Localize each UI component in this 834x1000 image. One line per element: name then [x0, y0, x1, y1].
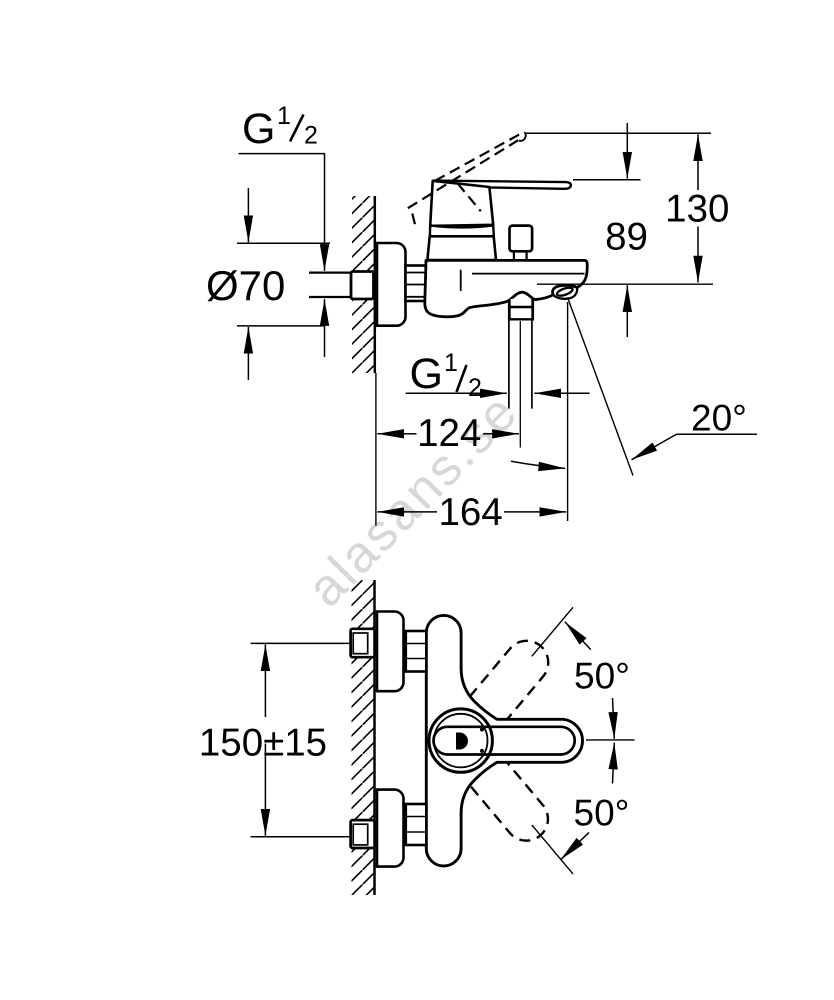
svg-text:1: 1 [444, 349, 458, 377]
svg-text:G: G [242, 105, 275, 153]
svg-text:1: 1 [277, 102, 291, 130]
svg-text:20°: 20° [691, 397, 747, 438]
svg-text:89: 89 [605, 216, 648, 259]
svg-text:2: 2 [468, 374, 482, 402]
svg-text:G: G [410, 350, 443, 398]
svg-text:164: 164 [438, 491, 502, 534]
svg-text:Ø70: Ø70 [206, 262, 285, 309]
svg-text:50°: 50° [574, 793, 630, 834]
svg-text:50°: 50° [574, 656, 630, 697]
svg-text:124: 124 [417, 412, 481, 455]
svg-text:150±15: 150±15 [199, 722, 327, 765]
svg-text:2: 2 [304, 122, 318, 150]
svg-text:130: 130 [665, 188, 729, 231]
